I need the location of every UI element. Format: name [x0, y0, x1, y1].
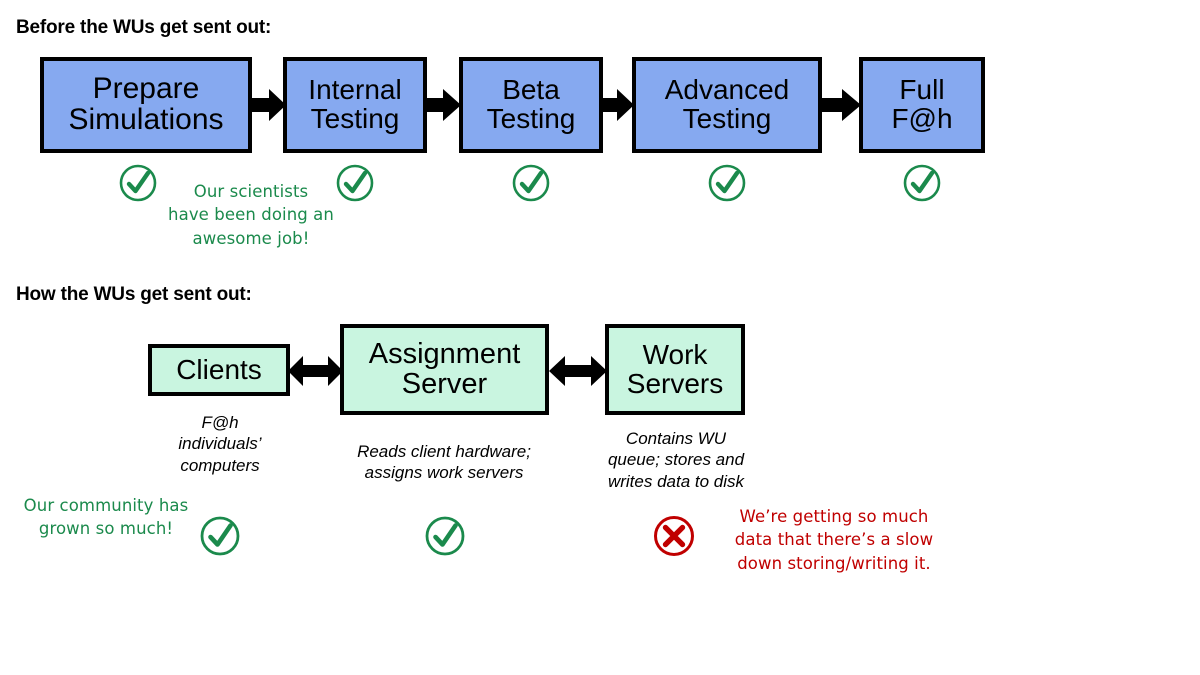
- circled-check-icon: [511, 163, 551, 203]
- section-heading-how: How the WUs get sent out:: [16, 284, 252, 305]
- circled-check-icon: [199, 515, 241, 557]
- node-work-servers[interactable]: Work Servers: [605, 324, 745, 415]
- node-full-fah[interactable]: Full F@h: [859, 57, 985, 153]
- node-label: Advanced Testing: [664, 74, 790, 134]
- node-label: Clients: [176, 353, 262, 385]
- node-beta-testing[interactable]: Beta Testing: [459, 57, 603, 153]
- circled-check-icon: [424, 515, 466, 557]
- node-advanced-testing[interactable]: Advanced Testing: [632, 57, 822, 153]
- node-prepare-simulations[interactable]: Prepare Simulations: [40, 57, 252, 153]
- arrow-right-icon: [601, 86, 634, 124]
- circled-check-icon: [335, 163, 375, 203]
- node-label: Work Servers: [626, 338, 724, 399]
- node-label: Beta Testing: [486, 74, 576, 134]
- annotation-community: Our community has grown so much!: [23, 496, 189, 539]
- node-assignment-server[interactable]: Assignment Server: [340, 324, 549, 415]
- arrow-right-icon: [820, 86, 861, 124]
- circled-cross-icon: [652, 514, 696, 558]
- circled-check-icon: [118, 163, 158, 203]
- arrow-bidirectional-icon: [288, 352, 343, 390]
- arrow-right-icon: [425, 86, 461, 124]
- node-label: Internal Testing: [308, 74, 402, 134]
- annotation-scientists: Our scientists have been doing an awesom…: [168, 182, 334, 248]
- annotation-slowdown: We’re getting so much data that there’s …: [734, 507, 934, 573]
- caption-assignment-server: Reads client hardware; assigns work serv…: [357, 442, 531, 483]
- arrow-right-icon: [252, 86, 286, 124]
- node-label: Prepare Simulations: [68, 72, 224, 136]
- caption-work-servers: Contains WU queue; stores and writes dat…: [607, 429, 745, 491]
- circled-check-icon: [902, 163, 942, 203]
- node-internal-testing[interactable]: Internal Testing: [283, 57, 427, 153]
- arrow-bidirectional-icon: [549, 352, 607, 390]
- circled-check-icon: [707, 163, 747, 203]
- node-label: Full F@h: [891, 74, 953, 134]
- node-clients[interactable]: Clients: [148, 344, 290, 396]
- section-heading-before: Before the WUs get sent out:: [16, 17, 272, 38]
- node-label: Assignment Server: [368, 337, 521, 400]
- caption-clients: F@h individuals’ computers: [178, 413, 262, 475]
